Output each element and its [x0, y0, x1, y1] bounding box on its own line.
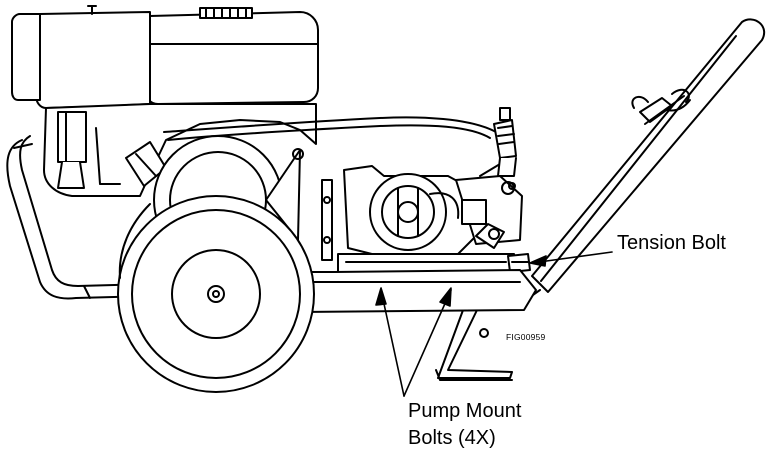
wheel [117, 195, 315, 393]
pump-mount-bolts-label: Pump Mount Bolts (4X) [408, 398, 521, 452]
callout-arrows [375, 251, 613, 397]
engine [11, 5, 319, 197]
pump [321, 107, 531, 287]
pump-mount-bolts-label-line1: Pump Mount [408, 400, 522, 422]
tube-frame [6, 135, 151, 300]
cart-handle [531, 18, 765, 293]
figure-id: FIG00959 [506, 332, 546, 342]
tension-bolt-label: Tension Bolt [617, 232, 726, 254]
pump-mount-bolts-label-line2: Bolts (4X) [408, 427, 496, 449]
